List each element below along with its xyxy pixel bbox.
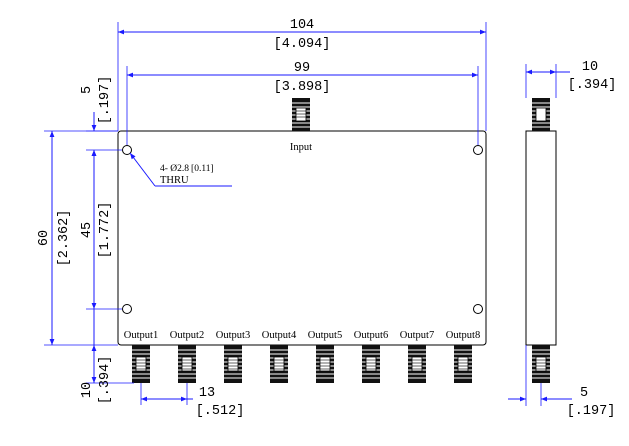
- input-connector: [292, 98, 310, 131]
- dim-overall-height: 60 [2.362]: [37, 130, 118, 346]
- dim-hole-spacing-x: 99 [3.898]: [126, 61, 479, 145]
- front-view: Input Output1 Output2 Output3 Output4 Ou…: [117, 98, 487, 384]
- output-connector-7: [407, 344, 427, 384]
- side-offset-inch: [.197]: [567, 404, 616, 419]
- connector-pitch-mm: 13: [199, 386, 215, 401]
- output-label-2: Output2: [170, 330, 204, 341]
- output-label-1: Output1: [124, 330, 158, 341]
- output-connector-2: [177, 344, 197, 384]
- hole-offset-top-inch: [.197]: [98, 76, 113, 125]
- output-connector-1: [131, 344, 151, 384]
- output-connector-3: [223, 344, 243, 384]
- overall-width-mm: 104: [290, 18, 314, 33]
- side-output-connector: [531, 344, 551, 384]
- mount-hole-top-left: [122, 145, 132, 155]
- side-body: [525, 130, 557, 346]
- connector-length-mm: 10: [80, 382, 95, 398]
- output-label-8: Output8: [446, 330, 480, 341]
- overall-width-inch: [4.094]: [274, 37, 331, 52]
- connector-pitch-inch: [.512]: [196, 404, 245, 419]
- overall-height-inch: [2.362]: [57, 210, 72, 267]
- output-connector-8: [453, 344, 473, 384]
- hole-spacing-x-inch: [3.898]: [274, 80, 331, 95]
- dim-overall-width: 104 [4.094]: [117, 18, 487, 131]
- dim-hole-spacing-y: 45 [1.772]: [80, 150, 122, 310]
- hole-spacing-x-mm: 99: [294, 61, 310, 76]
- hole-callout: 4- Ø2.8[0.11] THRU: [129, 152, 232, 187]
- mount-hole-bottom-right: [473, 304, 483, 314]
- side-offset-mm: 5: [580, 386, 588, 401]
- output-connector-5: [315, 344, 335, 384]
- hole-spacing-y-inch: [1.772]: [98, 202, 113, 259]
- output-connector-4: [269, 344, 289, 384]
- thickness-inch: [.394]: [568, 78, 617, 93]
- dim-thickness: 10 [.394]: [525, 60, 617, 98]
- input-label: Input: [290, 142, 312, 153]
- dim-connector-length: 10 [.394]: [80, 309, 134, 404]
- output-label-4: Output4: [262, 330, 297, 341]
- overall-height-mm: 60: [37, 230, 52, 246]
- side-view: [525, 98, 557, 384]
- output-label-3: Output3: [216, 330, 250, 341]
- dim-side-offset: 5 [.197]: [508, 345, 615, 419]
- dim-hole-offset-top: 5 [.197]: [80, 76, 122, 168]
- connector-length-inch: [.394]: [98, 356, 113, 405]
- output-connector-6: [361, 344, 381, 384]
- hole-thru: THRU: [160, 175, 189, 186]
- hole-spec: 4- Ø2.8[0.11]: [160, 164, 214, 174]
- hole-spacing-y-mm: 45: [80, 222, 95, 238]
- dim-connector-pitch: 13 [.512]: [140, 383, 245, 419]
- mount-hole-top-right: [473, 145, 483, 155]
- mount-hole-bottom-left: [122, 304, 132, 314]
- output-label-6: Output6: [354, 330, 388, 341]
- side-input-connector: [532, 98, 550, 131]
- output-label-5: Output5: [308, 330, 342, 341]
- hole-offset-top-mm: 5: [80, 86, 95, 94]
- thickness-mm: 10: [582, 60, 598, 75]
- output-label-7: Output7: [400, 330, 434, 341]
